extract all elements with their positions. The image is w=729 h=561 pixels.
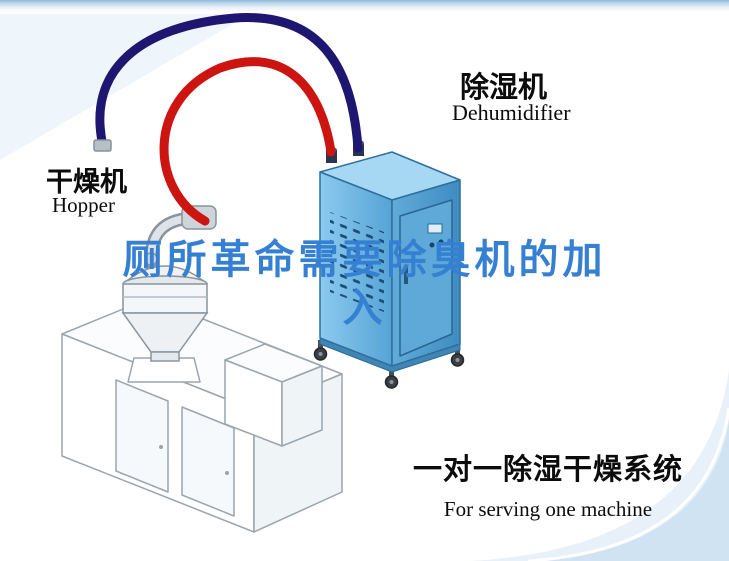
dehumidifier-label-cn: 除湿机 (460, 72, 548, 104)
control-knob (429, 242, 435, 248)
control-display (427, 223, 443, 234)
system-caption-cn: 一对一除湿干燥系统 (412, 454, 683, 486)
hopper-body (122, 283, 208, 314)
vent-grille (330, 212, 384, 312)
system-caption: 一对一除湿干燥系统 For serving one machine (398, 446, 698, 522)
control-knob (438, 239, 444, 245)
dehumidifier-illustration (313, 151, 465, 389)
hopper-label-cn: 干燥机 (46, 167, 127, 197)
headline-line2: 入 (342, 286, 387, 330)
hopper-label-en: Hopper (52, 193, 115, 217)
navy-hose (95, 13, 363, 153)
top-gradient-band (0, 0, 729, 160)
extruder-illustration (61, 297, 343, 533)
navy-hose-fitting (93, 139, 112, 152)
door-panel (399, 199, 453, 357)
red-hose (159, 57, 336, 226)
headline: 厕所革命需要除臭机的加 入 (0, 236, 729, 332)
corner-decoration (470, 370, 729, 561)
dehumidifier-label-en: Dehumidifier (452, 100, 571, 125)
system-caption-en: For serving one machine (443, 497, 653, 521)
caster-wheels (313, 340, 465, 389)
door-handle (404, 266, 408, 284)
hopper-illustration (121, 205, 217, 362)
headline-line1: 厕所革命需要除臭机的加 (122, 238, 607, 282)
